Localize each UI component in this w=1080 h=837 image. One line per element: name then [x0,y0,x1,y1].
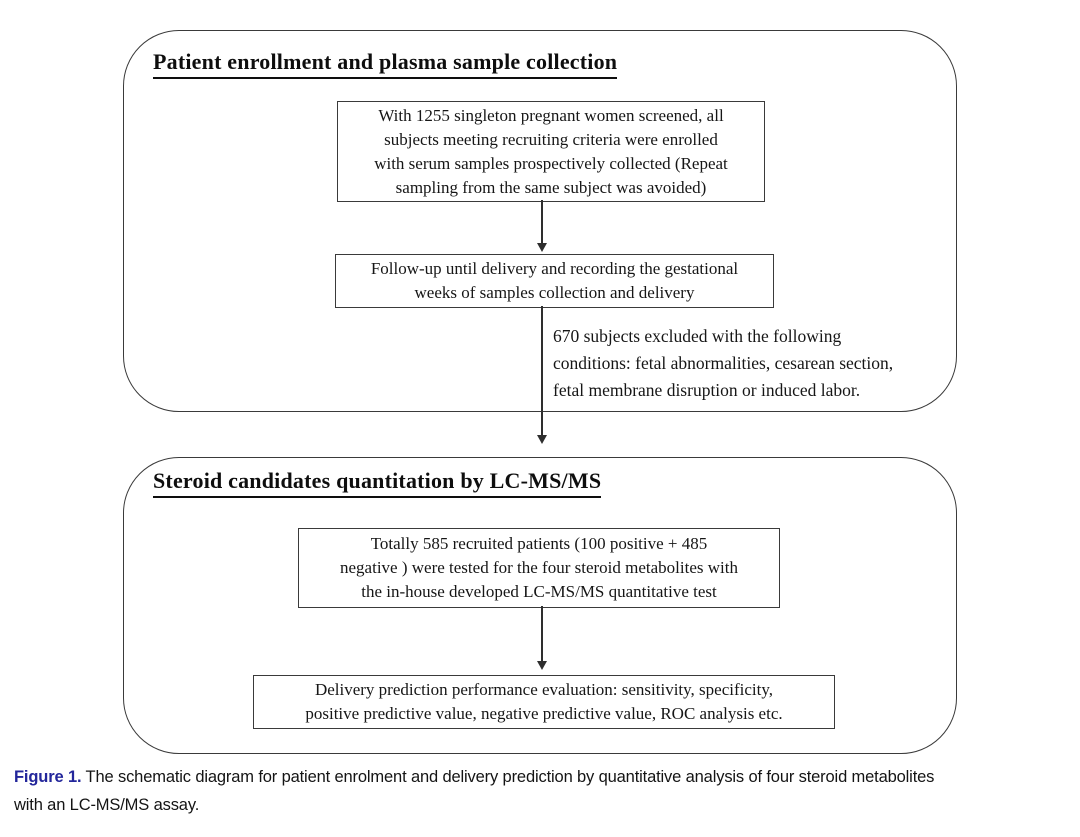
figure-caption-text: The schematic diagram for patient enrolm… [14,768,935,814]
arrow-line-tested-to-evaluation [541,606,543,662]
followup-box: Follow-up until delivery and recording t… [335,254,774,308]
quantitation-panel-title: Steroid candidates quantitation by LC-MS… [153,468,602,498]
excluded-subjects-note: 670 subjects excluded with the following… [553,326,894,400]
evaluation-box: Delivery prediction performance evaluati… [253,675,835,729]
arrowhead-tested-to-evaluation [537,661,547,670]
arrowhead-screening-to-followup [537,243,547,252]
figure-caption-label: Figure 1. [14,768,82,786]
tested-patients-box: Totally 585 recruited patients (100 posi… [298,528,780,608]
enrollment-panel [123,30,957,412]
figure-caption: Figure 1. The schematic diagram for pati… [14,763,1072,819]
quantitation-panel [123,457,957,754]
arrowhead-followup-to-quantitation [537,435,547,444]
arrow-line-screening-to-followup [541,200,543,244]
enrollment-panel-title: Patient enrollment and plasma sample col… [153,49,618,79]
screening-box: With 1255 singleton pregnant women scree… [337,101,765,202]
arrow-line-followup-to-quantitation [541,306,543,436]
